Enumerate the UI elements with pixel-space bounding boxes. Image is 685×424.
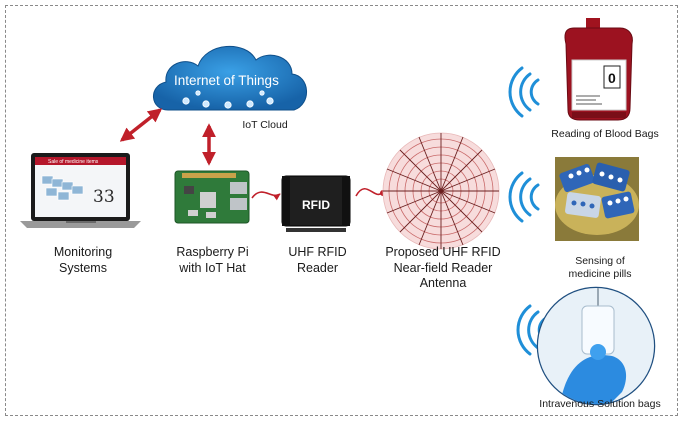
antenna-label-line3: Antenna	[419, 276, 467, 291]
medicine-pills-image	[555, 157, 639, 241]
rfid-reader-icon: RFID	[281, 175, 351, 232]
blood-bag-number: 0	[608, 70, 616, 86]
raspberry-label-line1: Raspberry Pi	[176, 245, 249, 259]
blood-bag-label: Reading of Blood Bags	[551, 128, 659, 140]
rfid-device-text: RFID	[302, 198, 330, 212]
cloud-caption: IoT Cloud	[242, 119, 288, 131]
pills-label-line1: Sensing of	[575, 255, 625, 267]
laptop-cloud-arrow	[119, 108, 163, 142]
signal-pills-icon	[508, 171, 540, 223]
reader-antenna-arrow	[355, 188, 383, 197]
diagram-frame	[5, 5, 678, 416]
laptop-screen-title: Sale of medicine items	[48, 159, 99, 165]
raspberry-label: Raspberry Pi with IoT Hat	[155, 245, 270, 276]
cloud-title: Internet of Things	[174, 73, 279, 88]
near-field-antenna-icon	[382, 132, 500, 250]
reader-label: UHF RFID Reader	[270, 245, 365, 276]
antenna-label: Proposed UHF RFID Near-field Reader Ante…	[373, 245, 513, 292]
monitoring-label-line2: Systems	[59, 260, 107, 275]
antenna-label-line1: Proposed UHF RFID	[385, 245, 501, 259]
blood-bag-icon: 0	[564, 18, 633, 121]
laptop-icon: Sale of medicine items 33	[20, 153, 141, 228]
iot-cloud-icon: Internet of Things	[153, 46, 307, 111]
laptop-screen-number: 33	[93, 187, 115, 207]
pi-reader-arrow	[251, 191, 281, 201]
pills-label-line2: medicine pills	[568, 268, 632, 281]
raspberry-pi-icon	[174, 170, 250, 224]
reader-label-line2: Reader	[297, 260, 338, 275]
monitoring-label-line1: Monitoring	[53, 245, 113, 259]
iv-solution-image	[536, 286, 656, 406]
monitoring-label: Monitoring Systems	[18, 245, 148, 276]
raspberry-label-line2: with IoT Hat	[179, 260, 246, 275]
pills-label: Sensing of medicine pills	[550, 255, 650, 281]
antenna-label-line2: Near-field Reader	[393, 260, 493, 275]
reader-label-line1: UHF RFID	[288, 245, 347, 259]
signal-blood-icon	[508, 66, 540, 118]
iv-label: Intravenous Solution bags	[539, 398, 661, 410]
